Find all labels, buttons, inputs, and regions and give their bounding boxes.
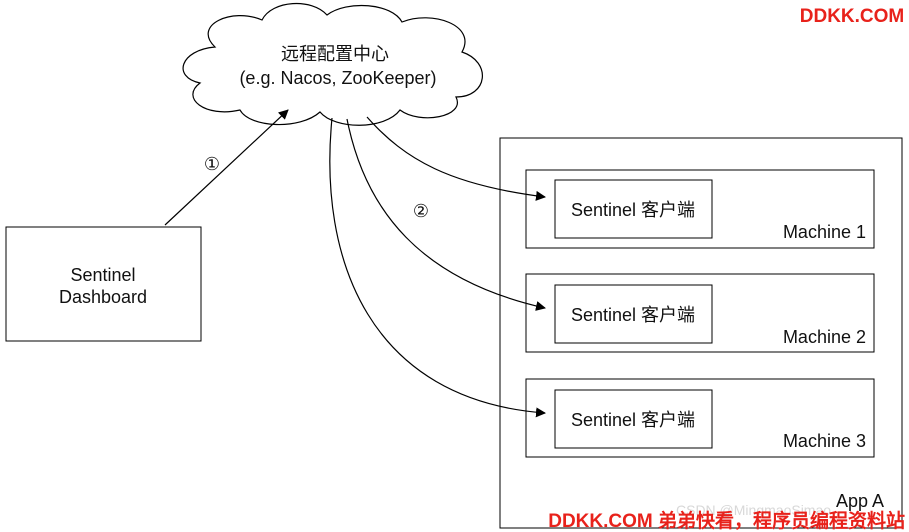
- step-two-label: ②: [413, 201, 429, 221]
- sentinel-client-label: Sentinel 客户端: [571, 200, 695, 220]
- watermark-top: DDKK.COM: [800, 6, 905, 27]
- watermark-bottom: DDKK.COM 弟弟快看，程序员编程资料站: [548, 509, 905, 532]
- sentinel-client-box: [554, 284, 713, 344]
- faint-watermark: CSDN @MingmaoSimao: [676, 502, 831, 518]
- machine-name: Machine 2: [783, 327, 866, 347]
- push-arrow-machine-2: [346, 118, 546, 311]
- dashboard-label-line2: Dashboard: [59, 287, 147, 307]
- machine-3: Sentinel 客户端 Machine 3: [525, 378, 875, 458]
- machine-name: Machine 1: [783, 222, 866, 242]
- sentinel-client-box: [554, 179, 713, 239]
- push-rules-arrow: [164, 109, 289, 226]
- machine-1: Sentinel 客户端 Machine 1: [525, 169, 875, 249]
- app-container: App A: [499, 137, 903, 529]
- cloud-subtitle: (e.g. Nacos, ZooKeeper): [239, 68, 436, 88]
- cloud-title: 远程配置中心: [281, 44, 389, 64]
- push-arrow-machine-1: [366, 116, 546, 201]
- dashboard-label-line1: Sentinel: [70, 265, 135, 285]
- config-center-cloud: 远程配置中心 (e.g. Nacos, ZooKeeper): [182, 3, 483, 126]
- dashboard-box: Sentinel Dashboard: [5, 226, 202, 342]
- step-one-label: ①: [204, 154, 220, 174]
- machine-2: Sentinel 客户端 Machine 2: [525, 273, 875, 353]
- sentinel-client-box: [554, 389, 713, 449]
- sentinel-client-label: Sentinel 客户端: [571, 410, 695, 430]
- sentinel-client-label: Sentinel 客户端: [571, 305, 695, 325]
- app-label: App A: [836, 491, 884, 511]
- push-arrow-machine-3: [329, 117, 546, 418]
- machine-name: Machine 3: [783, 431, 866, 451]
- cloud-shape: [182, 3, 483, 126]
